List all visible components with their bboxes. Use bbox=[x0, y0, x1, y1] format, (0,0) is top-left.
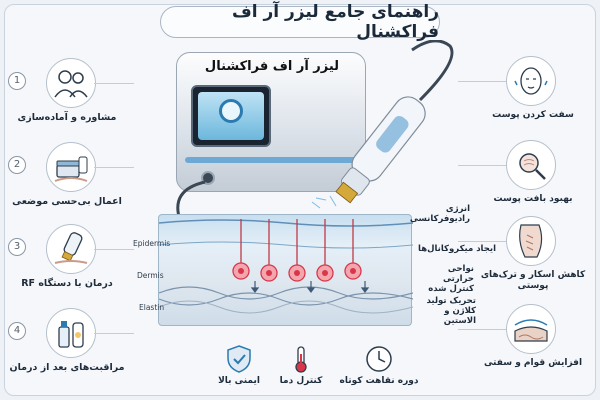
feature-temperature: کنترل دما bbox=[256, 344, 346, 398]
feature-label: ایمنی بالا bbox=[218, 376, 260, 386]
benefit-label: افزایش قوام و سفتی bbox=[483, 358, 583, 368]
elastin-label: Elastin bbox=[139, 303, 165, 312]
feature-recovery: دوره نقاهت کوتاه bbox=[334, 344, 424, 398]
step-number: 2 bbox=[8, 156, 26, 174]
step-number: 4 bbox=[8, 322, 26, 340]
step-number: 1 bbox=[8, 72, 26, 90]
benefit-label: بهبود بافت پوست bbox=[493, 194, 573, 204]
feature-label: کنترل دما bbox=[279, 376, 323, 386]
device-stripe bbox=[185, 157, 359, 163]
thermal-zones-callout: نواحی حرارتی کنترل شده bbox=[428, 264, 474, 294]
handpiece bbox=[335, 96, 426, 204]
anesthetic-cream-icon bbox=[46, 142, 96, 192]
step-2: 2 اعمال بی‌حسی موضعی bbox=[6, 142, 134, 222]
feature-label: دوره نقاهت کوتاه bbox=[339, 376, 419, 386]
benefit-4: افزایش قوام و سفتی bbox=[458, 304, 594, 390]
step-3: 3 درمان با دستگاه RF bbox=[6, 224, 134, 304]
step-4: 4 مراقبت‌های بعد از درمان bbox=[6, 308, 134, 388]
collagen-callout: تحریک تولید کلاژن و الاستین bbox=[426, 296, 476, 326]
screen-dial-icon bbox=[219, 99, 243, 123]
skincare-products-icon bbox=[46, 308, 96, 358]
face-lift-icon bbox=[506, 56, 556, 106]
magnifier-skin-icon bbox=[506, 140, 556, 190]
device-label: لیزر آر اف فراکشنال bbox=[204, 59, 340, 74]
connector-line bbox=[458, 241, 506, 242]
connector-line bbox=[94, 333, 134, 334]
benefit-2: بهبود بافت پوست bbox=[458, 140, 594, 226]
clock-icon bbox=[364, 344, 394, 374]
benefit-3: کاهش اسکار و ترک‌های پوستی bbox=[458, 216, 594, 302]
firm-skin-icon bbox=[506, 304, 556, 354]
step-label: مراقبت‌های بعد از درمان bbox=[9, 362, 125, 373]
connector-line bbox=[458, 81, 506, 82]
device-screen bbox=[191, 85, 271, 147]
epidermis-label: Epidermis bbox=[133, 239, 171, 248]
benefit-1: سفت کردن پوست bbox=[458, 56, 594, 142]
step-label: درمان با دستگاه RF bbox=[21, 278, 113, 289]
shield-check-icon bbox=[224, 344, 254, 374]
rf-energy-callout: انرژی رادیوفرکانسی bbox=[409, 204, 470, 224]
consultation-icon bbox=[46, 58, 96, 108]
benefit-label: سفت کردن پوست bbox=[492, 110, 574, 120]
energy-sparks bbox=[304, 195, 337, 217]
step-number: 3 bbox=[8, 238, 26, 256]
cable-right bbox=[411, 40, 454, 102]
connector-line bbox=[94, 83, 134, 84]
handpiece-and-cable bbox=[176, 40, 454, 238]
connector-line bbox=[458, 165, 506, 166]
benefit-label: کاهش اسکار و ترک‌های پوستی bbox=[480, 270, 586, 291]
rf-device: لیزر آر اف فراکشنال bbox=[176, 52, 366, 192]
stretch-marks-icon bbox=[506, 216, 556, 266]
connector-line bbox=[458, 329, 506, 330]
feature-safety: ایمنی بالا bbox=[194, 344, 284, 398]
connector-line bbox=[94, 249, 134, 250]
step-label: مشاوره و آماده‌سازی bbox=[17, 112, 117, 123]
step-label: اعمال بی‌حسی موضعی bbox=[12, 196, 122, 207]
skin-layers-drawing bbox=[159, 219, 413, 314]
thermometer-icon bbox=[286, 344, 316, 374]
microchannels-callout: ایجاد میکروکانال‌ها bbox=[418, 244, 496, 254]
rf-handpiece-icon bbox=[46, 224, 96, 274]
connector-line bbox=[94, 167, 134, 168]
page-title: راهنمای جامع لیزر آر اف فراکشنال bbox=[160, 2, 440, 42]
dermis-label: Dermis bbox=[137, 271, 164, 280]
skin-cross-section: Epidermis Dermis Elastin bbox=[133, 214, 413, 326]
step-1: 1 مشاوره و آماده‌سازی bbox=[6, 58, 134, 138]
